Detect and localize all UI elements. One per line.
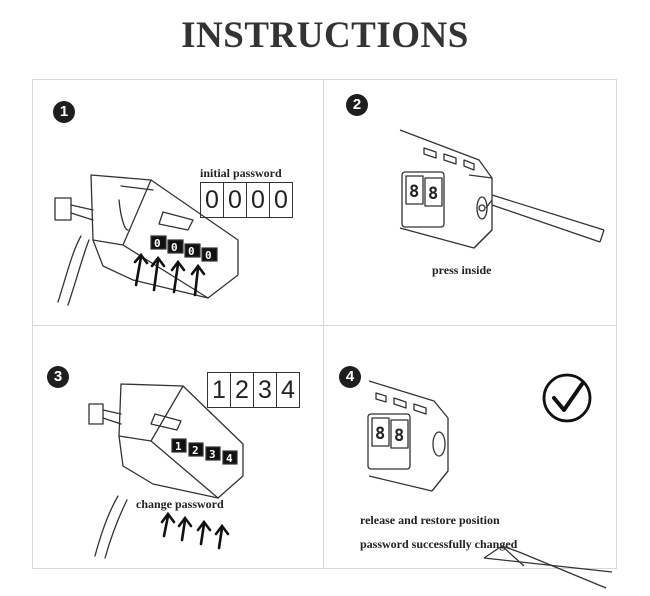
svg-text:4: 4 — [226, 452, 233, 465]
code-digit: 0 — [224, 183, 247, 217]
dial-row — [150, 235, 218, 262]
lock-reset-illustration: 8 8 — [399, 129, 605, 249]
panel-divider-vertical — [323, 80, 324, 568]
dial-digit: 8 — [375, 424, 385, 444]
page-title: INSTRUCTIONS — [181, 15, 469, 56]
svg-text:2: 2 — [192, 444, 199, 457]
dial-row — [171, 438, 238, 465]
step-2-caption: press inside — [432, 263, 492, 277]
step-4-number: 4 — [339, 366, 361, 388]
svg-text:3: 3 — [209, 448, 216, 461]
step-1-number: 1 — [53, 101, 75, 123]
arrow-up-icon — [133, 252, 206, 297]
lock-cable-illustration: 0 0 0 0 — [54, 174, 239, 306]
step-1-panel: 1 initial password 0 0 0 0 — [33, 80, 323, 325]
code-digit: 0 — [247, 183, 270, 217]
code-digit: 4 — [281, 376, 295, 404]
step-1-code-box: 0 0 0 0 — [200, 182, 293, 218]
dial-digit: 8 — [394, 426, 404, 446]
step-3-caption: change password — [136, 497, 224, 511]
arrow-up-icon — [160, 511, 230, 550]
step-4-panel: 4 release and restore position password … — [324, 326, 617, 589]
step-2-panel: 2 press inside 8 8 — [324, 80, 617, 325]
panel-divider-horizontal — [33, 325, 616, 326]
dial-digit: 8 — [428, 184, 438, 204]
svg-text:0: 0 — [188, 245, 195, 258]
dial-digit: 8 — [409, 182, 419, 202]
step-3-panel: 3 change password 1 2 3 4 — [33, 326, 323, 569]
code-digit: 0 — [274, 186, 288, 214]
svg-text:0: 0 — [154, 237, 161, 250]
code-digit: 0 — [201, 183, 224, 217]
step-3-number: 3 — [47, 366, 69, 388]
svg-text:0: 0 — [171, 241, 178, 254]
step-4-caption-line-2: password successfully changed — [360, 537, 518, 551]
instruction-grid: 1 initial password 0 0 0 0 — [32, 79, 617, 589]
svg-text:1: 1 — [175, 440, 182, 453]
svg-text:0: 0 — [205, 249, 212, 262]
code-digit: 2 — [231, 373, 254, 407]
checkmark-icon — [542, 373, 592, 423]
lock-restore-illustration: 8 8 — [367, 373, 613, 589]
lock-cable-illustration: 1 2 3 4 — [88, 383, 244, 559]
step-4-caption-line-1: release and restore position — [360, 513, 500, 527]
code-digit: 1 — [208, 373, 231, 407]
step-1-caption: initial password — [200, 166, 282, 180]
code-digit: 3 — [254, 373, 277, 407]
step-3-code-box: 1 2 3 4 — [207, 372, 300, 408]
step-2-number: 2 — [346, 94, 368, 116]
